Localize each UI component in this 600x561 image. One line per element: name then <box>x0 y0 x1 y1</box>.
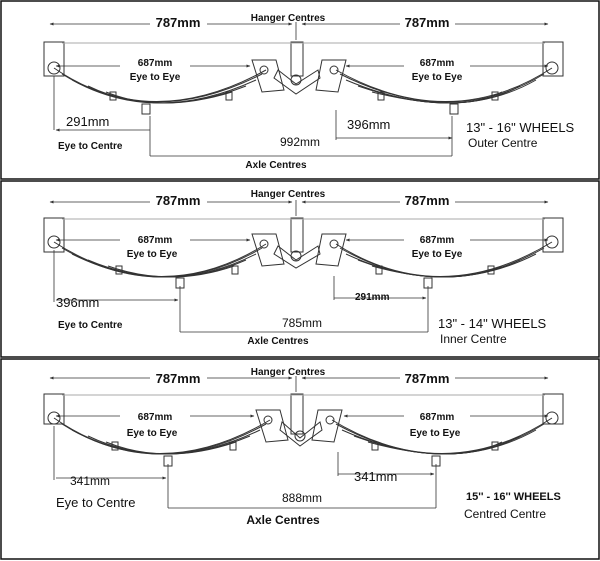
dimension-lines <box>49 200 549 333</box>
suspension-drawing <box>43 217 564 289</box>
panel-outer-centre: Hanger Centres 787mm 787mm 687mm Eye to … <box>43 13 575 171</box>
panel-centred-centre: Hanger Centres 787mm 787mm 687mm Eye to … <box>43 367 564 527</box>
right-eye-to-eye-value: 687mm <box>420 235 455 246</box>
left-eye-to-eye-value: 687mm <box>138 412 173 423</box>
left-hanger-span: 787mm <box>156 193 201 208</box>
left-eye-to-eye-label: Eye to Eye <box>127 428 178 439</box>
eye-to-centre-label: Eye to Centre <box>56 495 136 510</box>
left-hanger-span: 787mm <box>156 15 201 30</box>
right-eye-to-eye-label: Eye to Eye <box>412 249 463 260</box>
eye-to-centre-label: Eye to Centre <box>58 320 123 331</box>
centre-type-label: Centred Centre <box>464 507 546 521</box>
centre-type-label: Inner Centre <box>440 332 507 346</box>
eye-to-centre-value: 341mm <box>70 474 110 488</box>
panel-inner-centre-frame <box>0 180 600 358</box>
axle-centres-value: 888mm <box>282 491 322 505</box>
right-eye-to-eye-label: Eye to Eye <box>412 72 463 83</box>
panel-outer-centre-frame <box>0 0 600 180</box>
inner-dimension-value: 291mm <box>355 292 390 303</box>
eye-to-centre-label: Eye to Centre <box>58 141 123 152</box>
inner-dimension-value: 341mm <box>354 469 397 484</box>
dimension-lines <box>49 376 549 509</box>
wheel-size-label: 13" - 16" WHEELS <box>466 120 575 135</box>
axle-centres-label: Axle Centres <box>247 336 309 347</box>
panel-inner-centre: Hanger Centres 787mm 787mm 687mm Eye to … <box>43 189 564 347</box>
hanger-centres-label: Hanger Centres <box>251 13 326 24</box>
axle-centres-value: 992mm <box>280 135 320 149</box>
left-eye-to-eye-label: Eye to Eye <box>130 72 181 83</box>
eye-to-centre-value: 396mm <box>56 295 99 310</box>
panel-centred-centre-frame <box>0 358 600 560</box>
right-hanger-span: 787mm <box>405 371 450 386</box>
suspension-drawing <box>43 41 564 115</box>
left-eye-to-eye-value: 687mm <box>138 235 173 246</box>
hanger-centres-label: Hanger Centres <box>251 367 326 378</box>
wheel-size-label: 15'' - 16'' WHEELS <box>466 491 561 503</box>
eye-to-centre-value: 291mm <box>66 114 109 129</box>
left-eye-to-eye-value: 687mm <box>138 58 173 69</box>
axle-centres-label: Axle Centres <box>246 513 320 527</box>
wheel-size-label: 13" - 14" WHEELS <box>438 316 547 331</box>
centre-type-label: Outer Centre <box>468 136 538 150</box>
axle-centres-value: 785mm <box>282 316 322 330</box>
right-hanger-span: 787mm <box>405 15 450 30</box>
hanger-centres-label: Hanger Centres <box>251 189 326 200</box>
axle-centres-label: Axle Centres <box>245 160 307 171</box>
right-eye-to-eye-value: 687mm <box>420 412 455 423</box>
dimension-lines <box>49 22 549 157</box>
inner-dimension-value: 396mm <box>347 117 390 132</box>
right-eye-to-eye-label: Eye to Eye <box>410 428 461 439</box>
suspension-drawing <box>43 393 564 467</box>
right-hanger-span: 787mm <box>405 193 450 208</box>
left-eye-to-eye-label: Eye to Eye <box>127 249 178 260</box>
left-hanger-span: 787mm <box>156 371 201 386</box>
right-eye-to-eye-value: 687mm <box>420 58 455 69</box>
